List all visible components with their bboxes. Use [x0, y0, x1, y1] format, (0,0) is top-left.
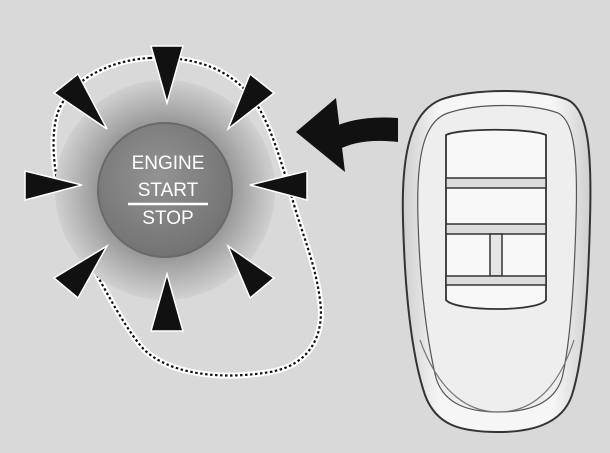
glow-arrow-icon — [150, 45, 184, 106]
dotted-outline-dots — [52, 56, 322, 377]
fob-lower-curve — [419, 339, 575, 413]
glow-arrow-icon — [24, 170, 83, 201]
glow-arrow-icon — [249, 170, 308, 201]
glow-arrows — [24, 45, 308, 332]
glow-arrow-icon — [52, 243, 110, 300]
fob-button-panel — [445, 128, 547, 310]
fob-split-button — [489, 233, 503, 277]
fob-lock-button — [445, 177, 547, 189]
key-fob-icon — [401, 90, 592, 434]
fob-unlock-button — [445, 223, 547, 235]
insert-arrow-head — [296, 98, 345, 172]
start-button-face[interactable] — [97, 122, 233, 258]
glow-arrow-icon — [52, 72, 108, 130]
button-text-start: START — [138, 180, 199, 201]
glow-arrow-icon — [226, 72, 276, 132]
glow-arrow-icon — [226, 243, 276, 300]
button-text-stop: STOP — [142, 208, 193, 229]
fob-bottom-bar — [445, 275, 547, 286]
insert-arrow-icon — [328, 117, 398, 150]
glow-arrow-icon — [150, 271, 184, 332]
button-text-engine: ENGINE — [132, 153, 205, 174]
